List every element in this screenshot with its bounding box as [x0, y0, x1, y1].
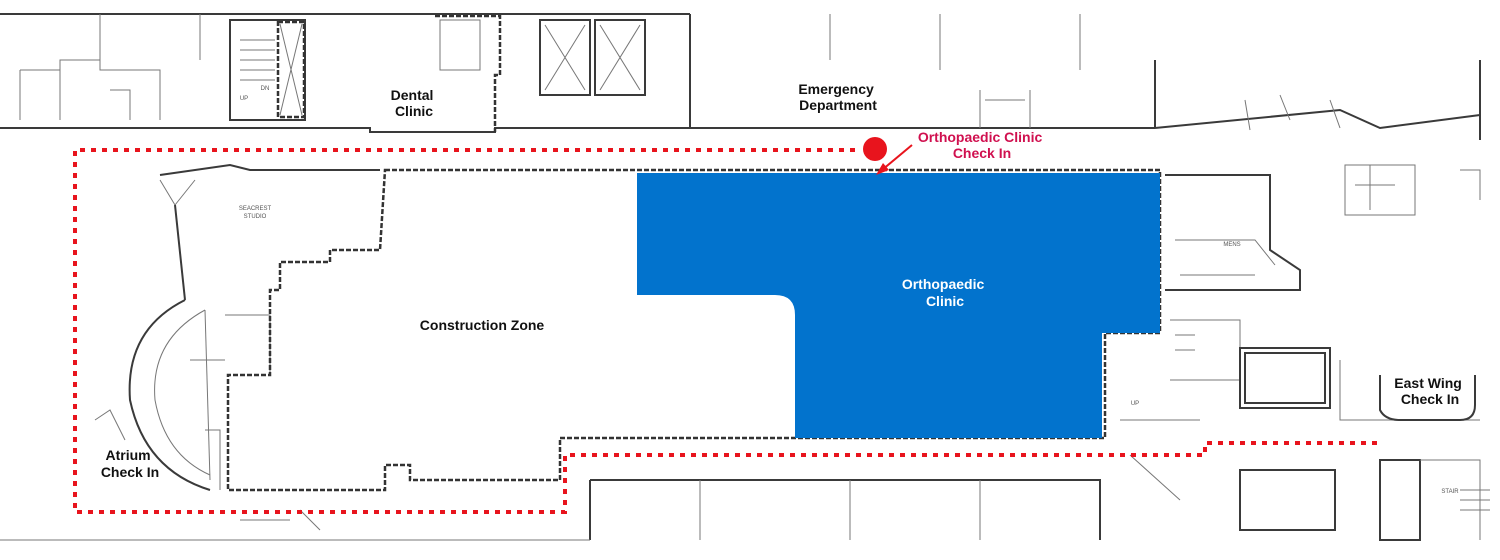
- stair-up-label: UP: [240, 96, 248, 102]
- orthopaedic-clinic-area: [637, 173, 1160, 438]
- bottom-walls: [0, 479, 1101, 541]
- orthopaedic-clinic-label: Orthopaedic Clinic: [902, 276, 988, 309]
- pointer-arrow-icon: [876, 144, 913, 175]
- east-rooms: MENS STAIR: [1120, 60, 1490, 541]
- stair-dn-label: DN: [261, 86, 270, 92]
- seacrest-label-2: STUDIO: [244, 214, 267, 220]
- stair-label: STAIR: [1441, 489, 1459, 495]
- construction-zone-label: Construction Zone: [420, 317, 545, 333]
- route-path: [73, 148, 1380, 514]
- location-dot-icon: [863, 137, 887, 161]
- east-wing-checkin-label: East Wing Check In: [1394, 375, 1465, 407]
- atrium-area: SEACREST STUDIO: [94, 163, 380, 491]
- construction-zone-boundary: [226, 168, 1162, 492]
- mens-label: MENS: [1223, 242, 1240, 248]
- seacrest-label-1: SEACREST: [239, 206, 272, 212]
- dental-clinic-label: Dental Clinic: [391, 87, 438, 119]
- top-walls: [0, 13, 1156, 133]
- atrium-checkin-label: Atrium Check In: [101, 447, 159, 480]
- orthopaedic-checkin-label: Orthopaedic Clinic Check In: [918, 129, 1046, 161]
- emergency-department-label: Emergency Department: [798, 81, 877, 113]
- stair-up-label-2: UP: [1131, 401, 1139, 407]
